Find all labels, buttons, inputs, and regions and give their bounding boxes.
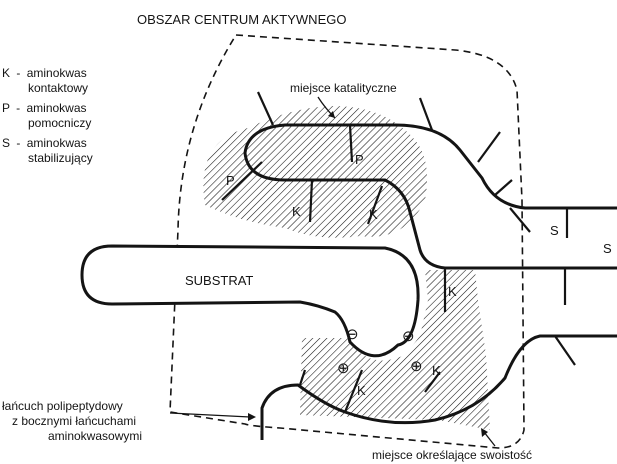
svg-text:S - aminokwas: S - aminokwas xyxy=(2,136,87,150)
catalytic-site-label: miejsce katalityczne xyxy=(290,81,397,95)
substrate-label: SUBSTRAT xyxy=(185,273,253,288)
legend-p-dash: - xyxy=(16,101,20,115)
residue-k-label: K xyxy=(448,284,457,299)
legend-s-line2: stabilizujący xyxy=(28,151,93,165)
specificity-site-arrow xyxy=(484,432,495,446)
diagram-title: OBSZAR CENTRUM AKTYWNEGO xyxy=(137,12,346,27)
residue-k-label: K xyxy=(292,204,301,219)
legend-k-line2: kontaktowy xyxy=(28,81,88,95)
positive-charge-symbol: ⊕ xyxy=(337,360,350,377)
polypeptide-arrow xyxy=(170,413,250,417)
negative-charge-symbol: ⊖ xyxy=(346,326,359,343)
legend-k-dash: - xyxy=(16,66,20,80)
legend: K - aminokwas kontaktowy P - aminokwas p… xyxy=(2,66,93,165)
legend-p-line1: aminokwas xyxy=(26,101,86,115)
polypeptide-label-line3: aminokwasowymi xyxy=(48,429,142,443)
polypeptide-label-line2: z bocznymi łańcuchami xyxy=(12,414,136,428)
residue-s-label: S xyxy=(603,241,612,256)
residue-p-label: P xyxy=(226,173,235,188)
legend-s-line1: aminokwas xyxy=(27,136,87,150)
legend-s-letter: S xyxy=(2,136,10,150)
legend-s-dash: - xyxy=(16,136,20,150)
legend-k-letter: K xyxy=(2,66,10,80)
legend-p-letter: P xyxy=(2,101,10,115)
residue-s-label: S xyxy=(550,223,559,238)
svg-text:P - aminokwas: P - aminokwas xyxy=(2,101,87,115)
negative-charge-symbol: ⊖ xyxy=(402,328,415,345)
residue-p-label: P xyxy=(355,152,364,167)
specificity-site-label: miejsce określające swoistość xyxy=(372,448,532,462)
legend-k-line1: aminokwas xyxy=(27,66,87,80)
positive-charge-symbol: ⊕ xyxy=(410,358,423,375)
substrate-shape xyxy=(82,246,418,356)
residue-k-label: K xyxy=(432,363,441,378)
residue-k-label: K xyxy=(357,383,366,398)
polypeptide-arrowhead xyxy=(248,413,256,421)
svg-text:K - aminokwas: K - aminokwas xyxy=(2,66,87,80)
polypeptide-label-line1: łańcuch polipeptydowy xyxy=(2,399,123,413)
legend-p-line2: pomocniczy xyxy=(28,116,91,130)
residue-k-label: K xyxy=(369,207,378,222)
